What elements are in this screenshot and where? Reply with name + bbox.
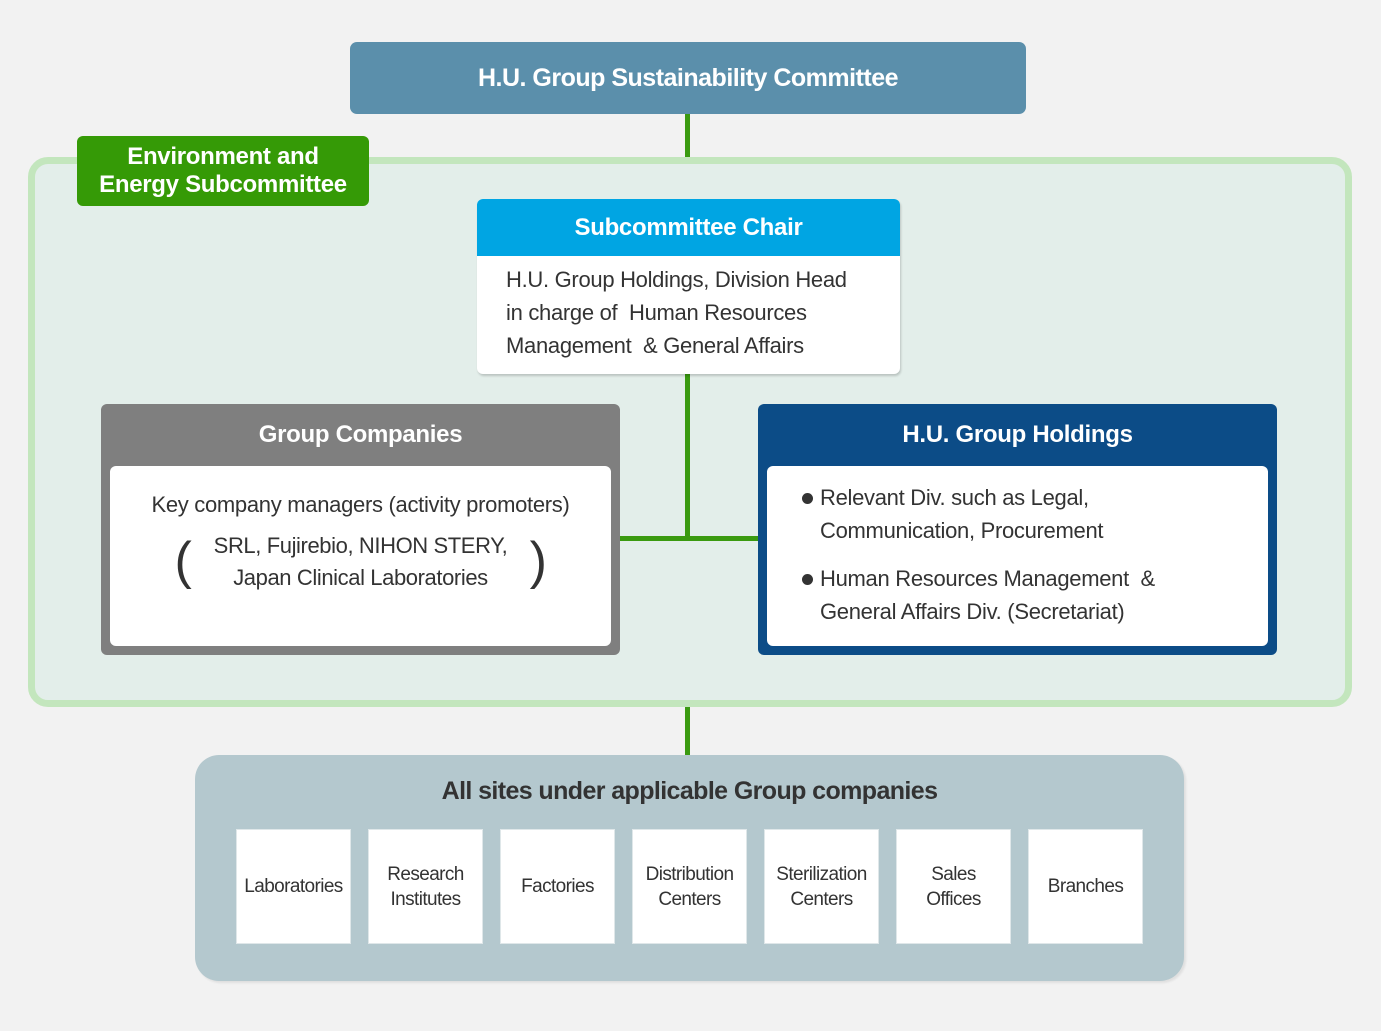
site-label: Institutes xyxy=(390,888,461,910)
group-companies-list: ( SRL, Fujirebio, NIHON STERY, Japan Cli… xyxy=(175,530,547,594)
chair-line: in charge of Human Resources xyxy=(506,300,807,325)
site-label: Laboratories xyxy=(244,876,343,897)
site-label: Centers xyxy=(790,888,853,910)
group-companies-title: Group Companies xyxy=(258,421,463,448)
site-label: Distribution xyxy=(645,863,734,885)
open-paren: ( xyxy=(174,532,192,590)
chair-description: H.U. Group Holdings, Division Head in ch… xyxy=(477,256,900,362)
list-item-line: Human Resources Management & xyxy=(820,566,1155,591)
site-laboratories: Laboratories xyxy=(236,829,351,944)
group-holdings-content: Relevant Div. such as Legal, Communicati… xyxy=(767,466,1268,646)
site-label: Sales xyxy=(931,863,976,885)
subcommittee-tag: Environment and Energy Subcommittee xyxy=(77,136,369,206)
group-companies-box: Group Companies Key company managers (ac… xyxy=(101,404,620,655)
chair-line: Management & General Affairs xyxy=(506,333,804,358)
list-item-line: General Affairs Div. (Secretariat) xyxy=(820,599,1125,624)
connector-chair-down-inner xyxy=(685,374,690,540)
holdings-division-list: Relevant Div. such as Legal, Communicati… xyxy=(767,466,1268,628)
list-item-line: Communication, Procurement xyxy=(820,518,1104,543)
group-companies-header: Group Companies xyxy=(101,404,620,466)
chair-title: Subcommittee Chair xyxy=(574,213,803,241)
connector-committee-to-subcommittee xyxy=(685,114,690,161)
list-item: Human Resources Management & General Aff… xyxy=(802,562,1268,628)
site-label: Research xyxy=(387,863,464,885)
companies-line: SRL, Fujirebio, NIHON STERY, xyxy=(213,533,508,558)
subcommittee-tag-line1: Environment and xyxy=(127,143,319,170)
all-sites-panel: All sites under applicable Group compani… xyxy=(195,755,1184,981)
sustainability-committee-box: H.U. Group Sustainability Committee xyxy=(350,42,1026,114)
bullet-icon xyxy=(802,493,813,504)
site-label: Offices xyxy=(926,888,981,910)
sustainability-committee-title: H.U. Group Sustainability Committee xyxy=(477,63,899,92)
bullet-icon xyxy=(802,574,813,585)
all-sites-title: All sites under applicable Group compani… xyxy=(441,777,938,805)
site-label: Centers xyxy=(658,888,721,910)
group-holdings-header: H.U. Group Holdings xyxy=(758,404,1277,466)
site-factories: Factories xyxy=(500,829,615,944)
group-holdings-title: H.U. Group Holdings xyxy=(902,421,1133,448)
site-label: Factories xyxy=(521,876,594,897)
list-item: Relevant Div. such as Legal, Communicati… xyxy=(802,481,1268,547)
group-companies-content: Key company managers (activity promoters… xyxy=(110,466,611,646)
connector-horizontal-inner xyxy=(620,536,759,541)
site-branches: Branches xyxy=(1028,829,1143,944)
subcommittee-chair-box: Subcommittee Chair H.U. Group Holdings, … xyxy=(477,199,900,374)
group-companies-lead: Key company managers (activity promoters… xyxy=(151,492,570,517)
chair-header: Subcommittee Chair xyxy=(477,199,900,256)
companies-line: Japan Clinical Laboratories xyxy=(233,565,488,590)
connector-subcommittee-to-sites xyxy=(685,707,690,755)
site-label: Branches xyxy=(1047,876,1124,897)
site-label: Sterilization xyxy=(776,863,867,885)
list-item-line: Relevant Div. such as Legal, xyxy=(820,485,1089,510)
chair-line: H.U. Group Holdings, Division Head xyxy=(506,267,847,292)
subcommittee-tag-line2: Energy Subcommittee xyxy=(99,171,347,198)
close-paren: ) xyxy=(529,532,547,590)
group-holdings-box: H.U. Group Holdings Relevant Div. such a… xyxy=(758,404,1277,655)
